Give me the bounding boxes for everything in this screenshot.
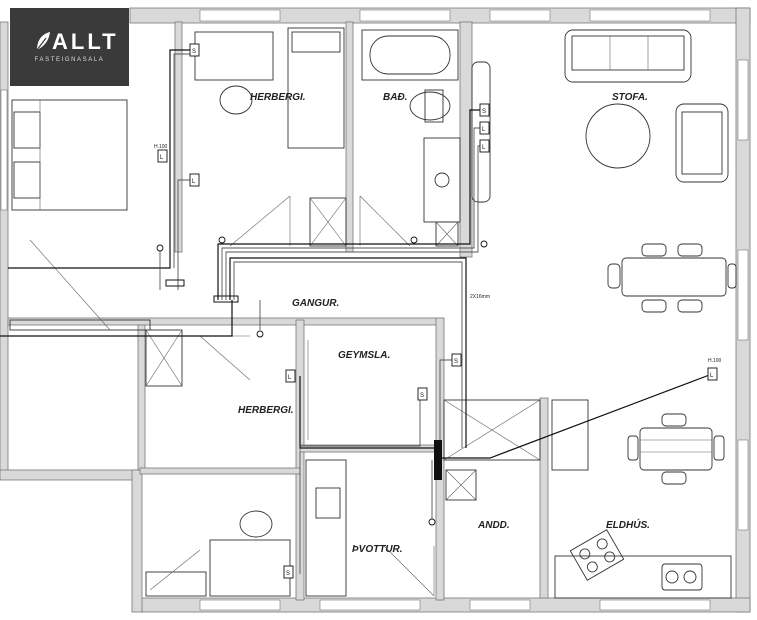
room-label-andd: ANDD. xyxy=(477,520,510,531)
pipes xyxy=(0,49,713,574)
room-label-herbergi-mid: HERBERGI. xyxy=(238,405,294,416)
annotation-h100-right: H.100 xyxy=(708,358,722,364)
room-label-bad: BAÐ. xyxy=(383,92,407,103)
room-label-gangur: GANGUR. xyxy=(292,298,339,309)
marker-s: S xyxy=(286,571,290,577)
brand-tagline: FASTEIGNASALA xyxy=(34,57,105,63)
marker-l: L xyxy=(192,179,196,185)
marker-s: S xyxy=(482,109,486,115)
room-label-geymsla: GEYMSLA. xyxy=(338,350,390,361)
furniture xyxy=(9,27,737,599)
marker-s: S xyxy=(192,49,196,55)
room-label-eldhus: ELDHÚS. xyxy=(606,518,650,531)
marker-l: L xyxy=(160,155,164,161)
marker-l: L xyxy=(482,127,486,133)
annotation-pipe-size: 2X16mm xyxy=(470,294,490,300)
annotation-h100-left: H.100 xyxy=(154,144,168,150)
room-label-thvottur: ÞVOTTUR. xyxy=(352,544,403,555)
marker-l: L xyxy=(482,145,486,151)
room-label-herbergi-top: HERBERGI. xyxy=(250,92,306,103)
marker-l: L xyxy=(288,375,292,381)
brand-name: ALLT xyxy=(52,29,119,54)
windows xyxy=(0,9,749,611)
leaf-icon xyxy=(36,32,50,51)
marker-s: S xyxy=(420,393,424,399)
marker-l: L xyxy=(710,373,714,379)
marker-s: S xyxy=(454,359,458,365)
brand-logo: ALLT FASTEIGNASALA xyxy=(10,8,129,86)
room-label-stofa: STOFA. xyxy=(612,92,648,103)
radiator-markers: S L L S L L S S L S L xyxy=(156,43,718,579)
